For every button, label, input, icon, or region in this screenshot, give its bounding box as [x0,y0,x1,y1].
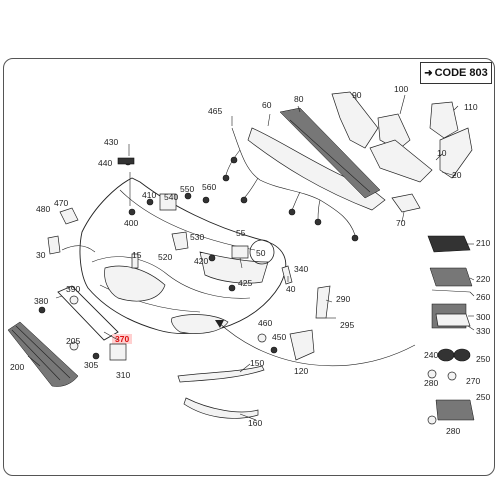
callout-440: 440 [98,158,112,168]
part-560 [202,196,210,204]
arrow-head-icon [215,320,224,328]
callout-20: 20 [452,170,462,180]
part-205 [69,341,79,351]
bumper-cover [79,177,287,335]
sensor-holder-470 [59,207,79,225]
callout-480: 480 [36,204,50,214]
callout-250-b: 250 [476,392,490,402]
callout-340: 340 [294,264,308,274]
bumper-absorber [247,107,386,211]
part-550 [184,192,192,200]
bracket-30 [47,235,61,255]
bracket-530 [171,231,189,251]
callout-300: 300 [476,312,490,322]
part-120 [289,329,315,361]
callout-60: 60 [262,100,272,110]
part-290 [315,285,331,319]
callout-50: 50 [256,248,266,258]
callout-550: 550 [180,184,194,194]
callout-260: 260 [476,292,490,302]
pointer-arrow-long [217,321,416,367]
callout-370: 370 [115,334,129,344]
callout-290: 290 [336,294,350,304]
callout-280-a: 280 [424,378,438,388]
right-side-vents [427,235,475,425]
callout-250: 250 [476,354,490,364]
trim-strip-lower [183,397,259,419]
callout-100: 100 [394,84,408,94]
arrow-right-icon: ➜ [424,67,433,79]
clip-310 [109,343,127,361]
side-bracket-20 [439,127,473,179]
clip-55 [231,245,249,259]
code-badge: ➜ CODE 803 [420,62,492,84]
callout-380: 380 [34,296,48,306]
trim-strip-upper [177,365,265,383]
callout-420: 420 [194,256,208,266]
callout-120: 120 [294,366,308,376]
callout-410: 410 [142,190,156,200]
mount-bracket-100 [377,113,411,151]
callout-460: 460 [258,318,272,328]
screw-410 [146,198,154,206]
callout-280-b: 280 [446,426,460,436]
callout-80: 80 [294,94,304,104]
callout-470: 470 [54,198,68,208]
side-bracket-10 [369,139,433,183]
code-label: CODE 803 [434,67,488,79]
grille-lower [7,321,79,387]
callout-70: 70 [396,218,406,228]
part-425 [228,284,236,292]
part-460 [257,333,267,343]
clip-70 [391,193,421,213]
callout-200: 200 [10,362,24,372]
callout-40: 40 [286,284,296,294]
callout-400: 400 [124,218,138,228]
part-15 [131,253,139,269]
callout-530: 530 [190,232,204,242]
callout-150: 150 [250,358,264,368]
callout-110: 110 [464,102,478,112]
leader-lines [27,94,475,421]
callout-520: 520 [158,252,172,262]
callout-425: 425 [238,278,252,288]
part-340 [281,265,293,285]
screw-420 [208,254,216,262]
sensor-540 [159,193,177,211]
callout-540: 540 [164,192,178,202]
callout-15: 15 [132,250,142,260]
part-450 [270,346,278,354]
screw-400 [128,208,136,216]
callout-270: 270 [466,376,480,386]
part-390 [69,295,79,305]
callout-450: 450 [272,332,286,342]
detail-circle-50 [249,239,275,265]
callout-305: 305 [84,360,98,370]
callout-160: 160 [248,418,262,428]
wiring-harness [222,127,359,242]
pointer-arrow [61,245,96,253]
callout-210: 210 [476,238,490,248]
callout-90: 90 [352,90,362,100]
callout-295: 295 [340,320,354,330]
mount-bracket-90 [331,91,379,149]
callout-330: 330 [476,326,490,336]
callout-310: 310 [116,370,130,380]
callout-560: 560 [202,182,216,192]
callout-390: 390 [66,284,80,294]
callout-240: 240 [424,350,438,360]
callout-205: 205 [66,336,80,346]
clip-440 [117,157,135,165]
callout-30: 30 [36,250,46,260]
callout-220: 220 [476,274,490,284]
callout-55: 55 [236,228,246,238]
side-bracket-110 [429,101,459,139]
screw-305 [92,352,100,360]
callout-430: 430 [104,137,118,147]
screw-380 [38,306,46,314]
callout-465: 465 [208,106,222,116]
callout-10: 10 [437,148,447,158]
